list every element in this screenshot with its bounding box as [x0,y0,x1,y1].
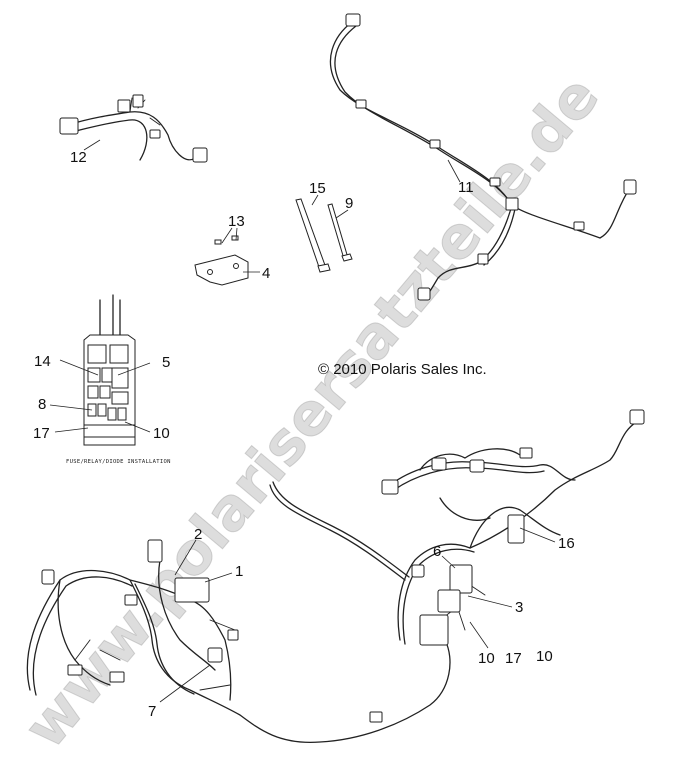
callout-2: 2 [194,526,202,543]
inset-caption: FUSE/RELAY/DIODE INSTALLATION [66,459,171,465]
bracket-part-4 [194,235,249,286]
callout-10-lower-right: 10 [536,648,553,665]
callout-17-inset: 17 [33,425,50,442]
fuse-relay-inset: FUSE/RELAY/DIODE INSTALLATION [66,294,171,465]
main-harness-lower [26,481,451,744]
callout-14: 14 [34,353,51,370]
harness-part-11 [329,13,637,301]
callout-labels: 12 13 4 15 9 11 14 5 © 2010 Polaris Sale… [33,149,575,720]
callout-6: 6 [433,543,441,560]
callout-10-inset: 10 [153,425,170,442]
callout-15: 15 [309,180,326,197]
callout-4: 4 [262,265,270,282]
callout-13: 13 [228,213,245,230]
callout-1: 1 [235,563,243,580]
callout-16: 16 [558,535,575,552]
callout-17-lower: 17 [505,650,522,667]
callout-11: 11 [458,179,474,196]
copyright-notice: © 2010 Polaris Sales Inc. [318,361,487,378]
callout-12: 12 [70,149,87,166]
callout-8: 8 [38,396,46,413]
leader-lines [49,139,556,703]
cable-ties-parts-15-9 [295,198,353,273]
callout-9: 9 [345,195,353,212]
callout-7: 7 [148,703,156,720]
callout-10-lower-left: 10 [478,650,495,667]
main-harness-right [381,409,645,646]
harness-part-12 [59,94,208,163]
callout-5: 5 [162,354,170,371]
callout-3: 3 [515,599,523,616]
